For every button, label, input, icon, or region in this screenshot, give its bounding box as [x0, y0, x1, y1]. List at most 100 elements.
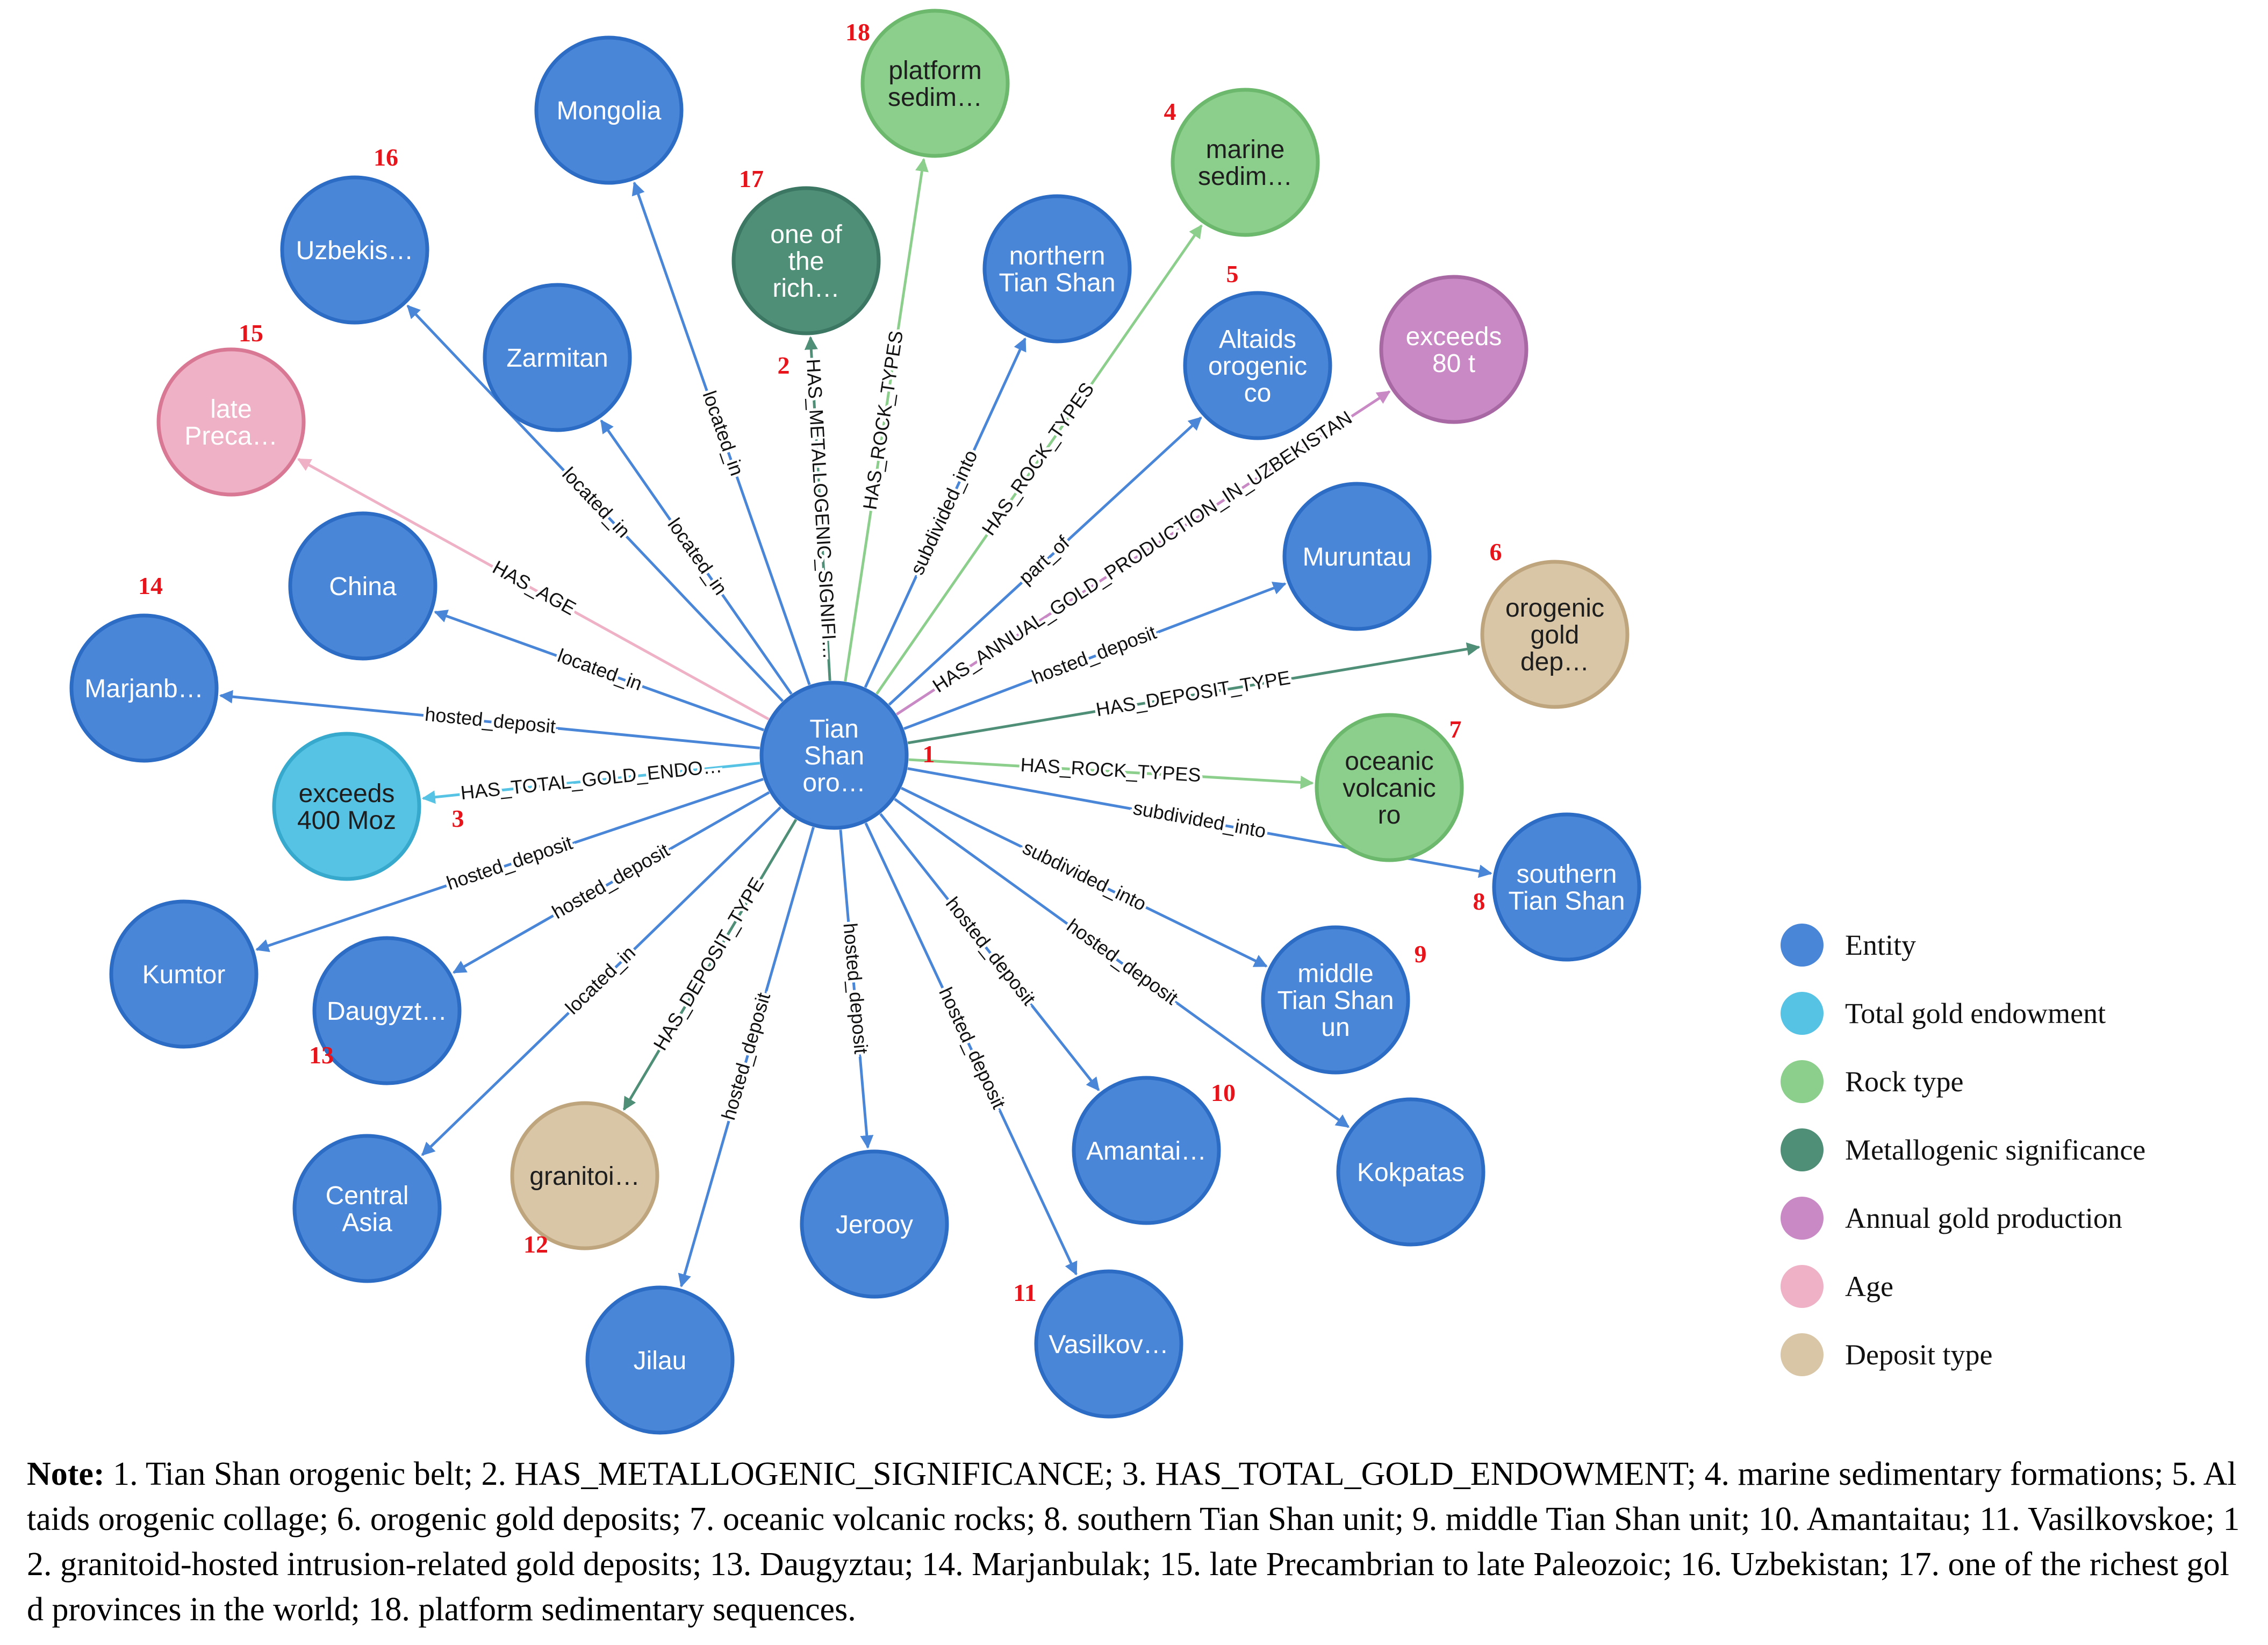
- node-label: rich…: [772, 274, 839, 303]
- node-circle: [1183, 291, 1332, 440]
- node-label: China: [329, 573, 397, 601]
- edge-label: part_of: [1014, 531, 1074, 589]
- node-circle: [1034, 1269, 1183, 1419]
- node-label: Tian: [809, 715, 859, 743]
- node-label: granitoi…: [529, 1162, 640, 1191]
- node-amantaitau[interactable]: Amantai… 10: [1072, 1076, 1236, 1225]
- node-circle: [312, 936, 462, 1085]
- node-jerooy[interactable]: Jerooy: [800, 1149, 949, 1299]
- node-label: late: [210, 395, 252, 424]
- node-kumtor[interactable]: Kumtor: [109, 899, 259, 1049]
- node-label: Daugyzt…: [327, 997, 447, 1026]
- node-label: one of: [770, 220, 842, 249]
- legend-swatch: [1781, 1265, 1824, 1308]
- node-label: gold: [1531, 621, 1580, 649]
- node-number: 9: [1415, 940, 1427, 968]
- edge-line: [297, 457, 770, 720]
- node-china[interactable]: China: [288, 511, 437, 661]
- node-label: volcanic: [1343, 774, 1436, 803]
- node-number: 10: [1211, 1079, 1236, 1106]
- edge-line: [895, 390, 1391, 716]
- edge-line: [406, 304, 784, 702]
- edge-line: [907, 642, 1481, 745]
- node-label: exceeds: [299, 779, 395, 808]
- node-label: orogenic: [1505, 594, 1604, 623]
- node-label: southern: [1517, 860, 1617, 889]
- node-number: 1: [923, 740, 935, 768]
- node-uzbekistan[interactable]: Uzbekis…16: [280, 144, 429, 325]
- node-circle: [1315, 713, 1464, 862]
- edge-line: [600, 419, 793, 695]
- node-label: oceanic: [1345, 747, 1433, 776]
- node-circle: [534, 35, 684, 185]
- legend-item: Rock type: [1781, 1060, 1963, 1103]
- node-circle: [860, 9, 1010, 158]
- legend-item: Age: [1781, 1265, 1893, 1308]
- node-label: 400 Moz: [297, 806, 396, 835]
- edge-label: hosted_deposit: [1029, 621, 1159, 688]
- node-jilau[interactable]: Jilau: [585, 1285, 735, 1435]
- edge-marjanbulak: hosted_deposit: [219, 690, 760, 750]
- node-circle: [1072, 1076, 1221, 1225]
- node-marjanbulak[interactable]: Marjanb…14: [69, 572, 219, 763]
- node-label: Tian Shan: [1508, 887, 1625, 916]
- edge-label: located_in: [699, 388, 749, 478]
- node-number: 11: [1013, 1279, 1036, 1306]
- node-number: 4: [1164, 98, 1176, 125]
- node-label: middle: [1297, 960, 1373, 988]
- edge-label: HAS_ROCK_TYPES: [858, 329, 907, 511]
- node-daugyztau[interactable]: Daugyzt…13: [309, 936, 462, 1085]
- node-label: Altaids: [1219, 325, 1296, 354]
- edge-jerooy: hosted_deposit: [836, 829, 875, 1149]
- legend-label: Age: [1845, 1270, 1893, 1303]
- node-circle: [585, 1285, 735, 1435]
- node-label: Tian Shan: [999, 269, 1115, 297]
- node-circle: [1261, 925, 1410, 1075]
- node-label: dep…: [1520, 648, 1589, 676]
- node-granitoid[interactable]: granitoi…12: [510, 1101, 659, 1258]
- node-label: sedim…: [888, 83, 982, 112]
- node-number: 15: [239, 319, 263, 347]
- edge-line: [894, 798, 1350, 1128]
- node-label: ro: [1378, 801, 1401, 829]
- node-label: Mongolia: [557, 97, 662, 125]
- node-zarmitan[interactable]: Zarmitan: [483, 283, 632, 432]
- edge-label: HAS_AGE: [489, 556, 580, 619]
- node-label: Zarmitan: [506, 344, 608, 373]
- node-label: Amantai…: [1086, 1137, 1207, 1165]
- node-label: 80 t: [1432, 349, 1475, 378]
- node-label: Tian Shan: [1277, 986, 1394, 1015]
- note-label: Note:: [27, 1456, 105, 1492]
- node-vasilkovskoe[interactable]: Vasilkov…11: [1013, 1269, 1183, 1419]
- node-kokpatas[interactable]: Kokpatas: [1336, 1097, 1485, 1247]
- node-circle: [1336, 1097, 1485, 1247]
- node-label: Jerooy: [836, 1211, 913, 1239]
- node-label: marine: [1206, 135, 1285, 164]
- node-circle: [1171, 88, 1320, 237]
- node-number: 3: [452, 805, 464, 832]
- edge-line: [453, 791, 770, 974]
- node-muruntau[interactable]: Muruntau: [1282, 482, 1432, 631]
- edge-line: [900, 786, 1268, 968]
- node-label: northern: [1009, 242, 1106, 270]
- node-circle: [510, 1101, 659, 1250]
- node-label: Shan: [804, 742, 864, 770]
- node-mongolia[interactable]: Mongolia: [534, 35, 684, 185]
- note-caption: Note: 1. Tian Shan orogenic belt; 2. HAS…: [27, 1451, 2241, 1632]
